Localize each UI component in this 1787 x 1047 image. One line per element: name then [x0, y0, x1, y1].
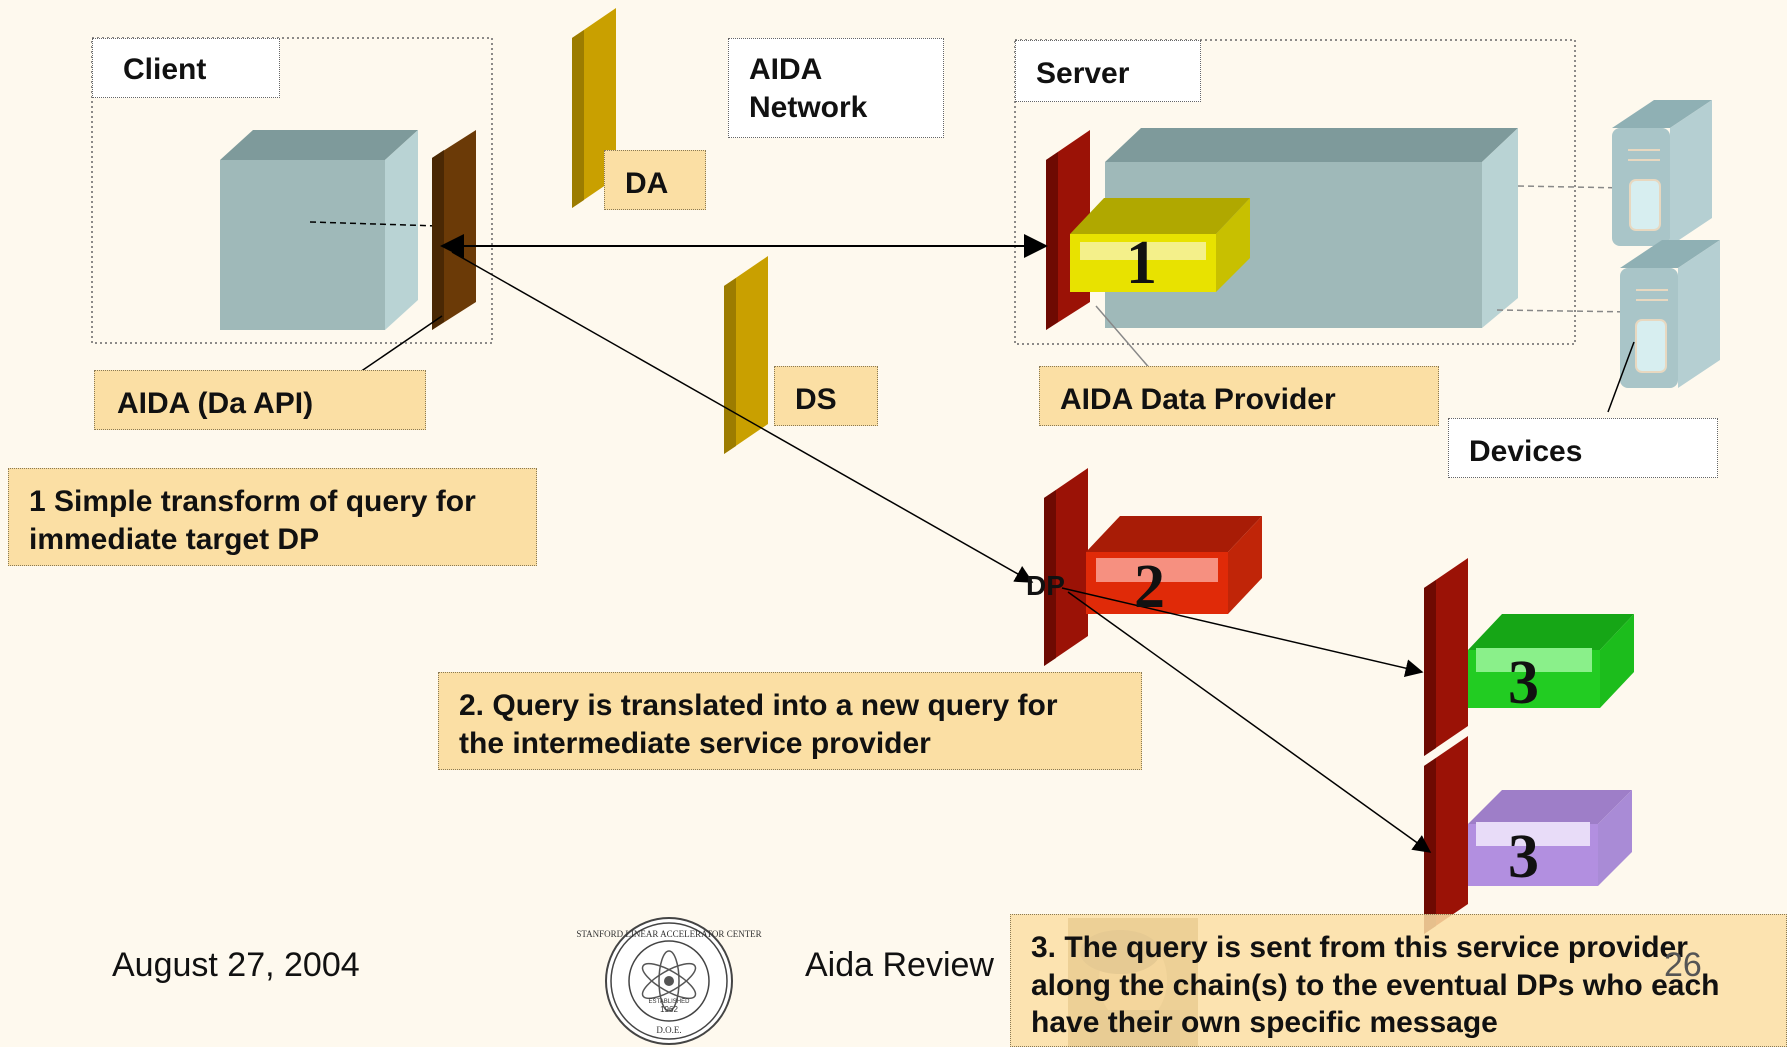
devices-label: Devices: [1448, 418, 1718, 478]
client-dp-arrow: [451, 251, 1034, 583]
footer-title: Aida Review: [805, 946, 994, 984]
chain-panel-3b: [1424, 736, 1468, 934]
marker-2: 2: [1134, 553, 1165, 621]
block-2: [1086, 516, 1262, 614]
server-label: Server: [1015, 40, 1201, 102]
dp-chain-arrow-2: [1067, 591, 1432, 853]
block-3b: [1468, 790, 1632, 886]
server-frame: [1014, 39, 1576, 345]
svg-text:D.O.E.: D.O.E.: [656, 1025, 681, 1035]
note-2: 2. Query is translated into a new query …: [438, 672, 1142, 770]
note-3: 3. The query is sent from this service p…: [1010, 914, 1787, 1047]
svg-text:STANFORD LINEAR ACCELERATOR CE: STANFORD LINEAR ACCELERATOR CENTER: [576, 929, 761, 939]
marker-3a: 3: [1508, 649, 1539, 717]
chain-panel-3a: [1424, 558, 1468, 756]
marker-3b: 3: [1508, 823, 1539, 891]
devices-callout-line: [1607, 341, 1635, 413]
marker-1: 1: [1126, 229, 1157, 297]
dp-label: DP: [1026, 570, 1065, 601]
client-api-panel: [432, 130, 476, 330]
client-cube: [220, 130, 418, 330]
device-link-1: [1517, 185, 1629, 189]
da-label: DA: [604, 150, 706, 210]
slac-seal-logo: STANFORD LINEAR ACCELERATOR CENTER ESTAB…: [576, 917, 762, 1045]
network-label: AIDA Network: [728, 38, 944, 138]
api-link: [309, 221, 441, 227]
block-1: [1070, 198, 1250, 292]
api-callout-line: [359, 315, 443, 373]
ds-label: DS: [774, 366, 878, 426]
aida-api-label: AIDA (Da API): [94, 370, 426, 430]
footer-date: August 27, 2004: [112, 946, 360, 984]
note-1: 1 Simple transform of query for immediat…: [8, 468, 537, 566]
client-label: Client: [92, 38, 280, 98]
device-2: [1620, 240, 1720, 388]
dp-chain-arrow-1: [1061, 587, 1424, 678]
block-3a: [1468, 614, 1634, 708]
client-frame: [91, 37, 493, 344]
aida-dp-label: AIDA Data Provider: [1039, 366, 1439, 426]
device-1: [1612, 100, 1712, 246]
page-number: 26: [1664, 946, 1702, 984]
svg-text:ESTABLISHED: ESTABLISHED: [649, 999, 691, 1005]
device-link-2: [1496, 309, 1637, 313]
dp-panel: [1044, 468, 1088, 666]
ds-panel: [724, 256, 768, 454]
svg-text:1962: 1962: [660, 1005, 678, 1014]
